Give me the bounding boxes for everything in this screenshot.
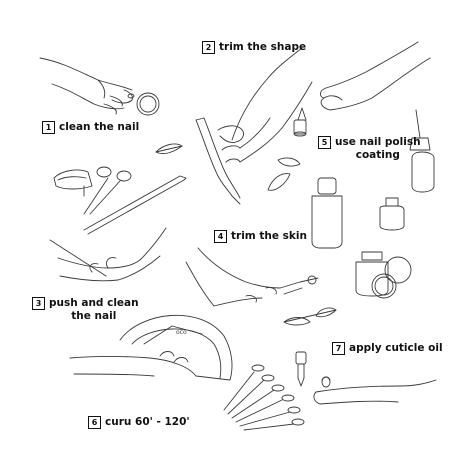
- step-label: curu 60' - 120': [105, 416, 190, 428]
- hand-with-cuticle-pusher-illustration: [49, 227, 167, 282]
- step-number-box: 7: [332, 342, 345, 355]
- step-number-box: 2: [202, 41, 215, 54]
- step-label: trim the shape: [219, 41, 307, 53]
- nail-tips-fan-illustration: [223, 364, 305, 431]
- cleanser-bottles-illustration: [311, 177, 412, 299]
- step-label: apply cuticle oil: [349, 342, 443, 354]
- hand-with-cuticle-oil-dropper-illustration: [295, 351, 437, 405]
- step-4: 4 trim the skin: [214, 230, 307, 243]
- step-number-box: 5: [318, 136, 331, 149]
- step-label: clean the nail: [59, 121, 140, 133]
- step-number-box: 1: [42, 121, 55, 134]
- uv-lamp-illustration: [69, 314, 233, 381]
- hand-with-nail-polish-illustration: [293, 41, 435, 193]
- step-5: 5 use nail polish coating: [318, 136, 421, 162]
- manicure-tools-illustration: [53, 166, 187, 235]
- step-6: 6 curu 60' - 120': [88, 416, 190, 429]
- step-label: trim the skin: [231, 230, 307, 242]
- step-3: 3 push and clean the nail: [32, 297, 139, 323]
- step-number-box: 4: [214, 230, 227, 243]
- step-label: use nail polish coating: [335, 136, 421, 161]
- step-label: push and clean the nail: [49, 297, 139, 322]
- hand-with-cotton-pad-illustration: [39, 57, 160, 116]
- step-7: 7 apply cuticle oil: [332, 342, 443, 355]
- step-1: 1 clean the nail: [42, 121, 139, 134]
- hand-with-cuticle-nipper-illustration: [185, 247, 319, 307]
- hand-with-nail-file-illustration: [195, 47, 313, 205]
- step-2: 2 trim the shape: [202, 41, 306, 54]
- step-number-box: 6: [88, 416, 101, 429]
- leaf-decoration-illustration: [155, 143, 337, 326]
- step-number-box: 3: [32, 297, 45, 310]
